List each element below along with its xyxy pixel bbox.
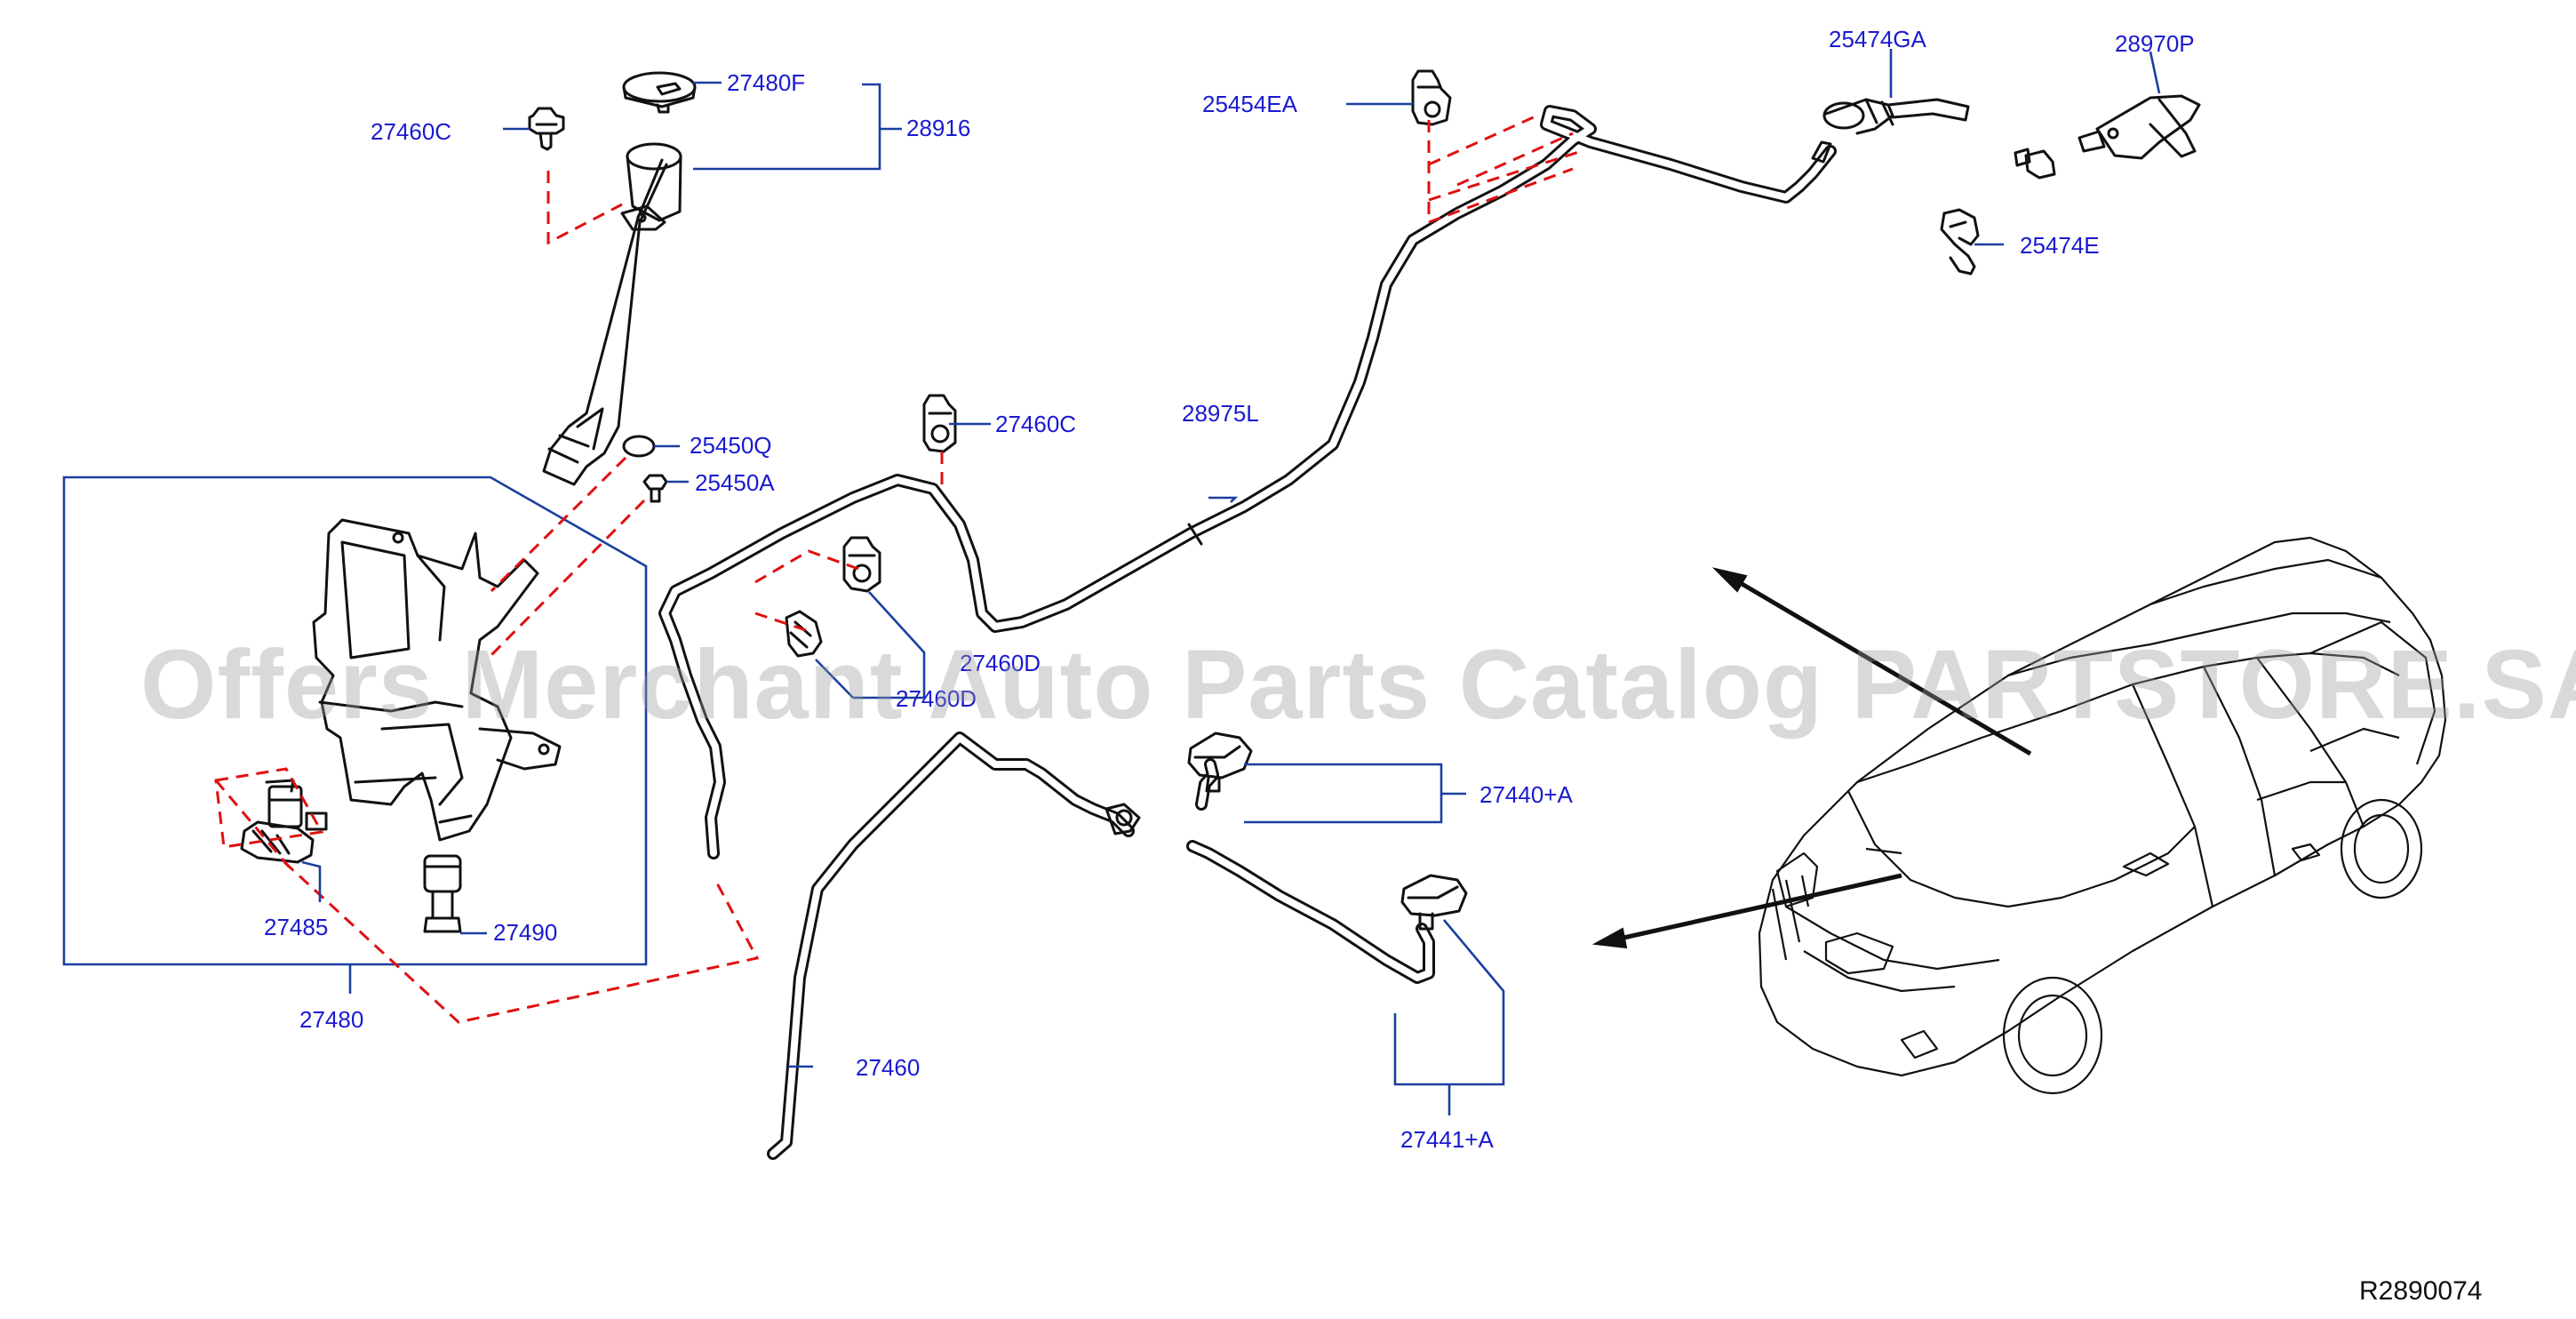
label-27460d-b: 27460D xyxy=(896,685,977,712)
label-27490: 27490 xyxy=(493,919,557,946)
label-25450a: 25450A xyxy=(695,469,775,496)
washer-tank xyxy=(312,518,562,842)
label-27460: 27460 xyxy=(856,1054,920,1081)
clamp-25474e xyxy=(1940,208,1980,276)
main-hose-28975l xyxy=(658,105,1837,859)
clip-25454ea xyxy=(1411,69,1452,126)
check-valve-28970p xyxy=(2014,94,2201,180)
pump-filter xyxy=(423,854,462,933)
arrow-rear-nozzle xyxy=(1722,571,2032,756)
clip-27460d-a xyxy=(842,536,881,593)
label-25450q: 25450Q xyxy=(690,432,772,459)
label-25474e: 25474E xyxy=(2020,232,2100,259)
filler-cap xyxy=(622,71,697,114)
washer-pump xyxy=(240,779,328,864)
hose-joint-25474ga xyxy=(1811,98,1970,164)
bolt-25450a xyxy=(642,474,668,503)
label-27441a: 27441+A xyxy=(1400,1126,1494,1153)
label-28975l: 28975L xyxy=(1182,400,1259,427)
nozzle-27441a xyxy=(1400,874,1468,931)
label-25474ga: 25474GA xyxy=(1829,26,1927,52)
grommet-25450q xyxy=(622,435,656,458)
label-27460d-a: 27460D xyxy=(960,650,1041,676)
reservoir-group-box xyxy=(62,476,648,966)
label-27485: 27485 xyxy=(264,914,328,940)
label-25454ea: 25454EA xyxy=(1202,91,1298,117)
label-27440a: 27440+A xyxy=(1479,781,1573,808)
label-27460c-mid: 27460C xyxy=(995,411,1076,437)
label-28970p: 28970P xyxy=(2115,30,2195,57)
label-27480f: 27480F xyxy=(727,69,805,96)
reference-number: R2890074 xyxy=(2359,1276,2482,1306)
label-27480: 27480 xyxy=(299,1006,363,1033)
vehicle-illustration xyxy=(1591,536,2447,1095)
arrow-front-nozzle xyxy=(1603,873,1902,945)
clip-27460c-top xyxy=(528,107,565,151)
watermark: Offers Merchant Auto Parts Catalog PARTS… xyxy=(140,630,2576,739)
hose-27460 xyxy=(767,731,1141,1160)
nozzle-27440a xyxy=(1186,731,1435,984)
clip-27460c-mid xyxy=(922,394,957,453)
label-27460c-top: 27460C xyxy=(371,118,451,145)
filler-tube xyxy=(542,142,682,486)
label-28916: 28916 xyxy=(906,115,970,141)
